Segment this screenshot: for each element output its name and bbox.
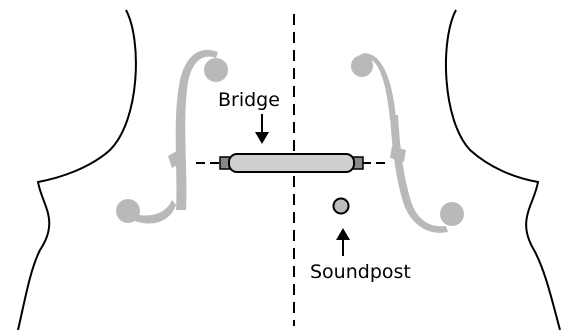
- bridge-label: Bridge: [218, 89, 280, 111]
- arrow-up-icon: [336, 228, 350, 256]
- soundpost-label: Soundpost: [310, 261, 411, 283]
- right-f-hole: [351, 53, 464, 233]
- arrow-down-icon: [255, 114, 269, 144]
- left-f-hole: [116, 49, 228, 224]
- right-body-outline: [444, 9, 561, 330]
- bridge: [228, 153, 355, 173]
- left-body-outline: [17, 9, 137, 330]
- soundpost: [332, 197, 350, 215]
